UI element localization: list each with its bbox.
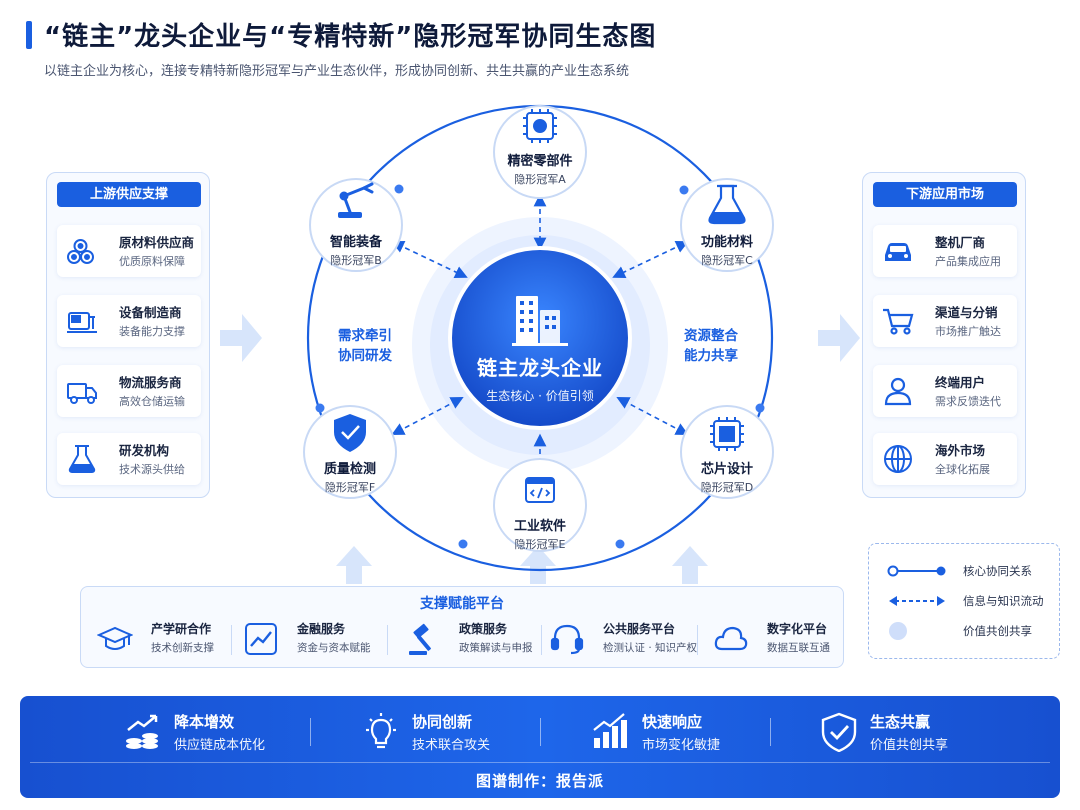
champion-node-d [680, 405, 774, 499]
support-item-finance: 金融服务 资金与资本赋能 [237, 615, 387, 665]
champion-label-d: 芯片设计隐形冠军D [700, 462, 754, 494]
benefit-divider [310, 718, 311, 746]
solid-line-dots-icon [887, 565, 946, 577]
legend-item-value: 价值共创共享 [869, 620, 1059, 642]
flow-arrow-left [220, 314, 262, 362]
mid-text-left: 需求牵引协同研发 [338, 328, 392, 364]
upstream-heading: 上游供应支撑 [57, 182, 201, 207]
flask-icon [68, 445, 96, 473]
flow-arrow-right [818, 314, 860, 362]
building-icon [512, 296, 568, 346]
champion-node-a [493, 105, 587, 199]
downstream-heading: 下游应用市场 [873, 182, 1017, 207]
truck-icon [67, 383, 97, 404]
champion-label-c: 功能材料隐形冠军C [700, 235, 753, 267]
cloud-icon [714, 626, 748, 651]
robot-arm-icon [338, 182, 374, 218]
upstream-item-logistics: 物流服务商 高效仓储运输 [57, 365, 201, 417]
support-divider [541, 625, 542, 655]
light-circle-icon [889, 622, 907, 640]
champion-label-f: 质量检测隐形冠军F [323, 462, 376, 494]
support-item-public-service: 公共服务平台 检测认证 · 知识产权 [543, 615, 697, 665]
upstream-item-research: 研发机构 技术源头供给 [57, 433, 201, 485]
globe-icon [884, 445, 912, 473]
shield-check-icon [821, 712, 857, 752]
code-window-icon [525, 477, 555, 503]
downstream-item-overseas: 海外市场 全球化拓展 [873, 433, 1017, 485]
user-icon [884, 377, 912, 406]
chip-icon [710, 417, 744, 451]
champion-label-a: 精密零部件隐形冠军A [507, 154, 573, 186]
center-node-label: 链主龙头企业 生态核心 · 价值引领 [477, 356, 603, 403]
flask-icon-c [708, 184, 746, 225]
legend-item-info: 信息与知识流动 [869, 590, 1059, 612]
headset-icon [550, 624, 584, 655]
downstream-item-oem: 整机厂商 产品集成应用 [873, 225, 1017, 277]
title-accent-bar [26, 21, 32, 49]
chart-line-icon [245, 623, 277, 655]
footer-divider [30, 762, 1050, 763]
upstream-panel: 上游供应支撑 原材料供应商 优质原料保障 设备制造商 装备能力支撑 [46, 172, 210, 498]
champion-label-e: 工业软件隐形冠军E [513, 519, 566, 551]
support-divider [387, 625, 388, 655]
ring-dots [315, 184, 765, 549]
cart-icon [883, 308, 914, 335]
benefit-divider [540, 718, 541, 746]
benefit-divider [770, 718, 771, 746]
footer-credit: 图谱制作：报告派 [475, 772, 604, 790]
support-item-digital: 数字化平台 数据互联互通 [707, 615, 857, 665]
dashed-double-arrow-icon [889, 596, 945, 606]
legend: 核心协同关系 信息与知识流动 价值共创共享 [868, 543, 1060, 659]
machine-icon [67, 312, 97, 333]
downstream-item-end-users: 终端用户 需求反馈迭代 [873, 365, 1017, 417]
coins-growth-icon [126, 714, 158, 749]
champion-node-c [680, 178, 774, 272]
champion-label-b: 智能装备隐形冠军B [329, 235, 382, 267]
support-platform: 支撑赋能平台 产学研合作 技术创新支撑 金融服务 资金与资本赋能 [80, 586, 844, 668]
support-divider [231, 625, 232, 655]
benefit-innovation: 协同创新 技术联合攻关 [360, 708, 560, 756]
downstream-item-channels: 渠道与分销 市场推广触达 [873, 295, 1017, 347]
support-heading: 支撑赋能平台 [420, 596, 504, 612]
lightbulb-icon [366, 713, 396, 749]
graduation-cap-icon [97, 626, 133, 650]
page-title: “链主”龙头企业与“专精特新”隐形冠军协同生态图 [44, 22, 657, 52]
dashed-connectors [391, 193, 689, 477]
legend-item-core: 核心协同关系 [869, 560, 1059, 582]
bar-growth-icon [593, 713, 627, 748]
chip-gear-icon [523, 109, 557, 143]
support-divider [697, 625, 698, 655]
upstream-item-equipment: 设备制造商 装备能力支撑 [57, 295, 201, 347]
champion-node-b [309, 178, 403, 272]
downstream-panel: 下游应用市场 整机厂商 产品集成应用 渠道与分销 市场推广触达 终端用户 需求反… [862, 172, 1026, 498]
support-item-policy: 政策服务 政策解读与申报 [399, 615, 549, 665]
support-item-academia: 产学研合作 技术创新支撑 [91, 615, 241, 665]
car-icon [885, 243, 911, 261]
benefit-response: 快速响应 市场变化敏捷 [590, 708, 790, 756]
shield-check-icon-f [334, 414, 366, 452]
mid-text-right: 资源整合能力共享 [684, 328, 738, 364]
upstream-item-raw-materials: 原材料供应商 优质原料保障 [57, 225, 201, 277]
benefit-cost: 降本增效 供应链成本优化 [122, 708, 322, 756]
benefit-win-win: 生态共赢 价值共创共享 [818, 708, 1018, 756]
upward-arrows [336, 546, 708, 584]
champion-node-e [493, 458, 587, 552]
pipes-icon [67, 239, 94, 264]
benefits-bar: 降本增效 供应链成本优化 协同创新 技术联合攻关 快速响应 市场变化敏捷 [20, 696, 1060, 798]
page-subtitle: 以链主企业为核心，连接专精特新隐形冠军与产业生态伙伴，形成协同创新、共生共赢的产… [44, 64, 630, 79]
gavel-icon [409, 623, 431, 655]
